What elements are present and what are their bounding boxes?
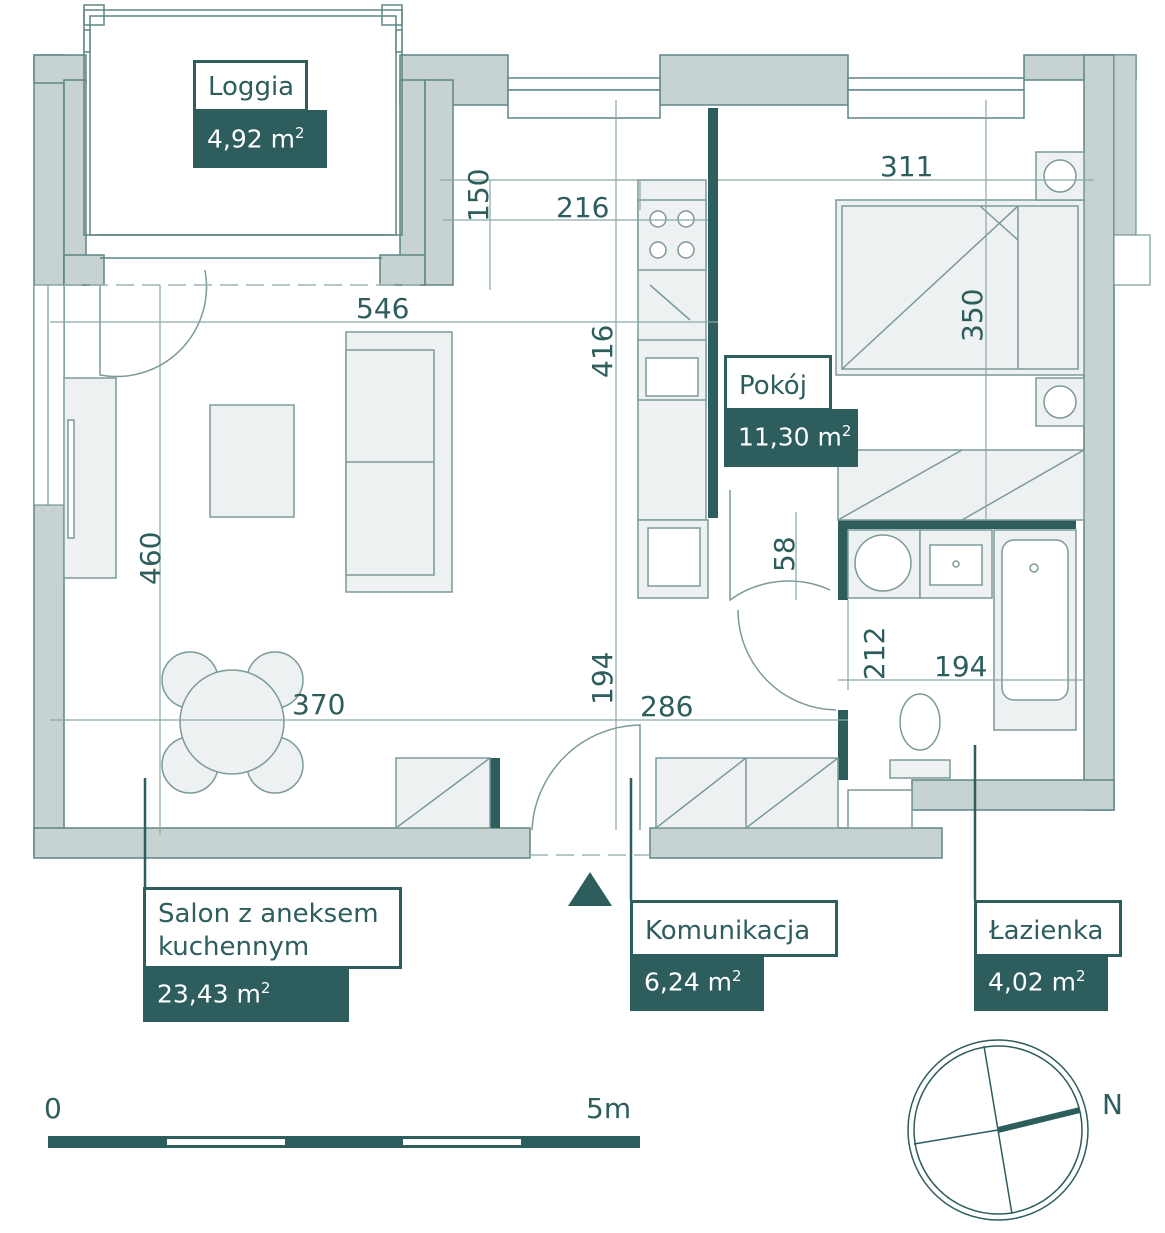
pokoj-name: Pokój	[739, 371, 807, 401]
doors	[99, 269, 837, 831]
fixtures-detail	[179, 159, 1077, 775]
dim-58: 58	[768, 536, 801, 572]
dim-216: 216	[556, 191, 609, 224]
dim-311: 311	[880, 150, 933, 183]
entrance-arrow-icon	[568, 872, 612, 906]
pokoj-label: Pokój	[724, 355, 832, 411]
dim-460: 460	[134, 532, 167, 585]
lazienka-name: Łazienka	[989, 916, 1104, 946]
scale-bar	[48, 1136, 640, 1148]
compass-icon	[907, 1039, 1089, 1221]
komunikacja-label: Komunikacja	[630, 900, 838, 957]
komunikacja-name: Komunikacja	[645, 916, 811, 946]
dim-150: 150	[462, 169, 495, 222]
compass-north-label: N	[1102, 1088, 1123, 1121]
loggia-area	[83, 4, 403, 259]
dim-416: 416	[586, 325, 619, 378]
pokoj-area-unit: 2	[841, 422, 852, 440]
pokoj-area-value: 11,30 m	[738, 422, 842, 452]
dim-212: 212	[858, 627, 891, 680]
lazienka-label: Łazienka	[974, 900, 1122, 957]
lazienka-area-value: 4,02 m	[988, 967, 1076, 997]
salon-area-unit: 2	[260, 979, 271, 997]
dim-194-horizontal: 194	[934, 650, 987, 683]
hatching	[395, 205, 1085, 829]
loggia-area-badge: 4,92 m2	[193, 110, 327, 168]
loggia-label: Loggia	[193, 60, 308, 112]
loggia-area-value: 4,92 m	[207, 124, 295, 154]
dim-350: 350	[956, 289, 989, 342]
komunikacja-area-value: 6,24 m	[644, 967, 732, 997]
salon-name-line2: kuchennym	[158, 931, 310, 962]
scale-start-label: 0	[44, 1092, 62, 1125]
inner-walls	[490, 108, 1076, 828]
scale-end-label: 5m	[586, 1092, 632, 1125]
dim-194-vertical: 194	[586, 652, 619, 705]
pokoj-area-badge: 11,30 m2	[724, 409, 858, 467]
windows	[507, 77, 1025, 119]
callout-lines	[143, 745, 977, 900]
dim-286: 286	[640, 690, 693, 723]
loggia-name: Loggia	[208, 72, 295, 102]
salon-area-badge: 23,43 m2	[143, 966, 349, 1022]
salon-name-line1: Salon z aneksem	[158, 899, 379, 929]
loggia-area-unit: 2	[294, 124, 305, 142]
komunikacja-area-badge: 6,24 m2	[630, 955, 764, 1011]
dimension-lines	[50, 100, 1094, 835]
lazienka-area-unit: 2	[1075, 967, 1086, 985]
lazienka-area-badge: 4,02 m2	[974, 955, 1108, 1011]
dim-546: 546	[356, 292, 409, 325]
dim-370: 370	[292, 688, 345, 721]
komunikacja-area-unit: 2	[731, 967, 742, 985]
salon-area-value: 23,43 m	[157, 979, 261, 1009]
walls	[33, 54, 1137, 859]
